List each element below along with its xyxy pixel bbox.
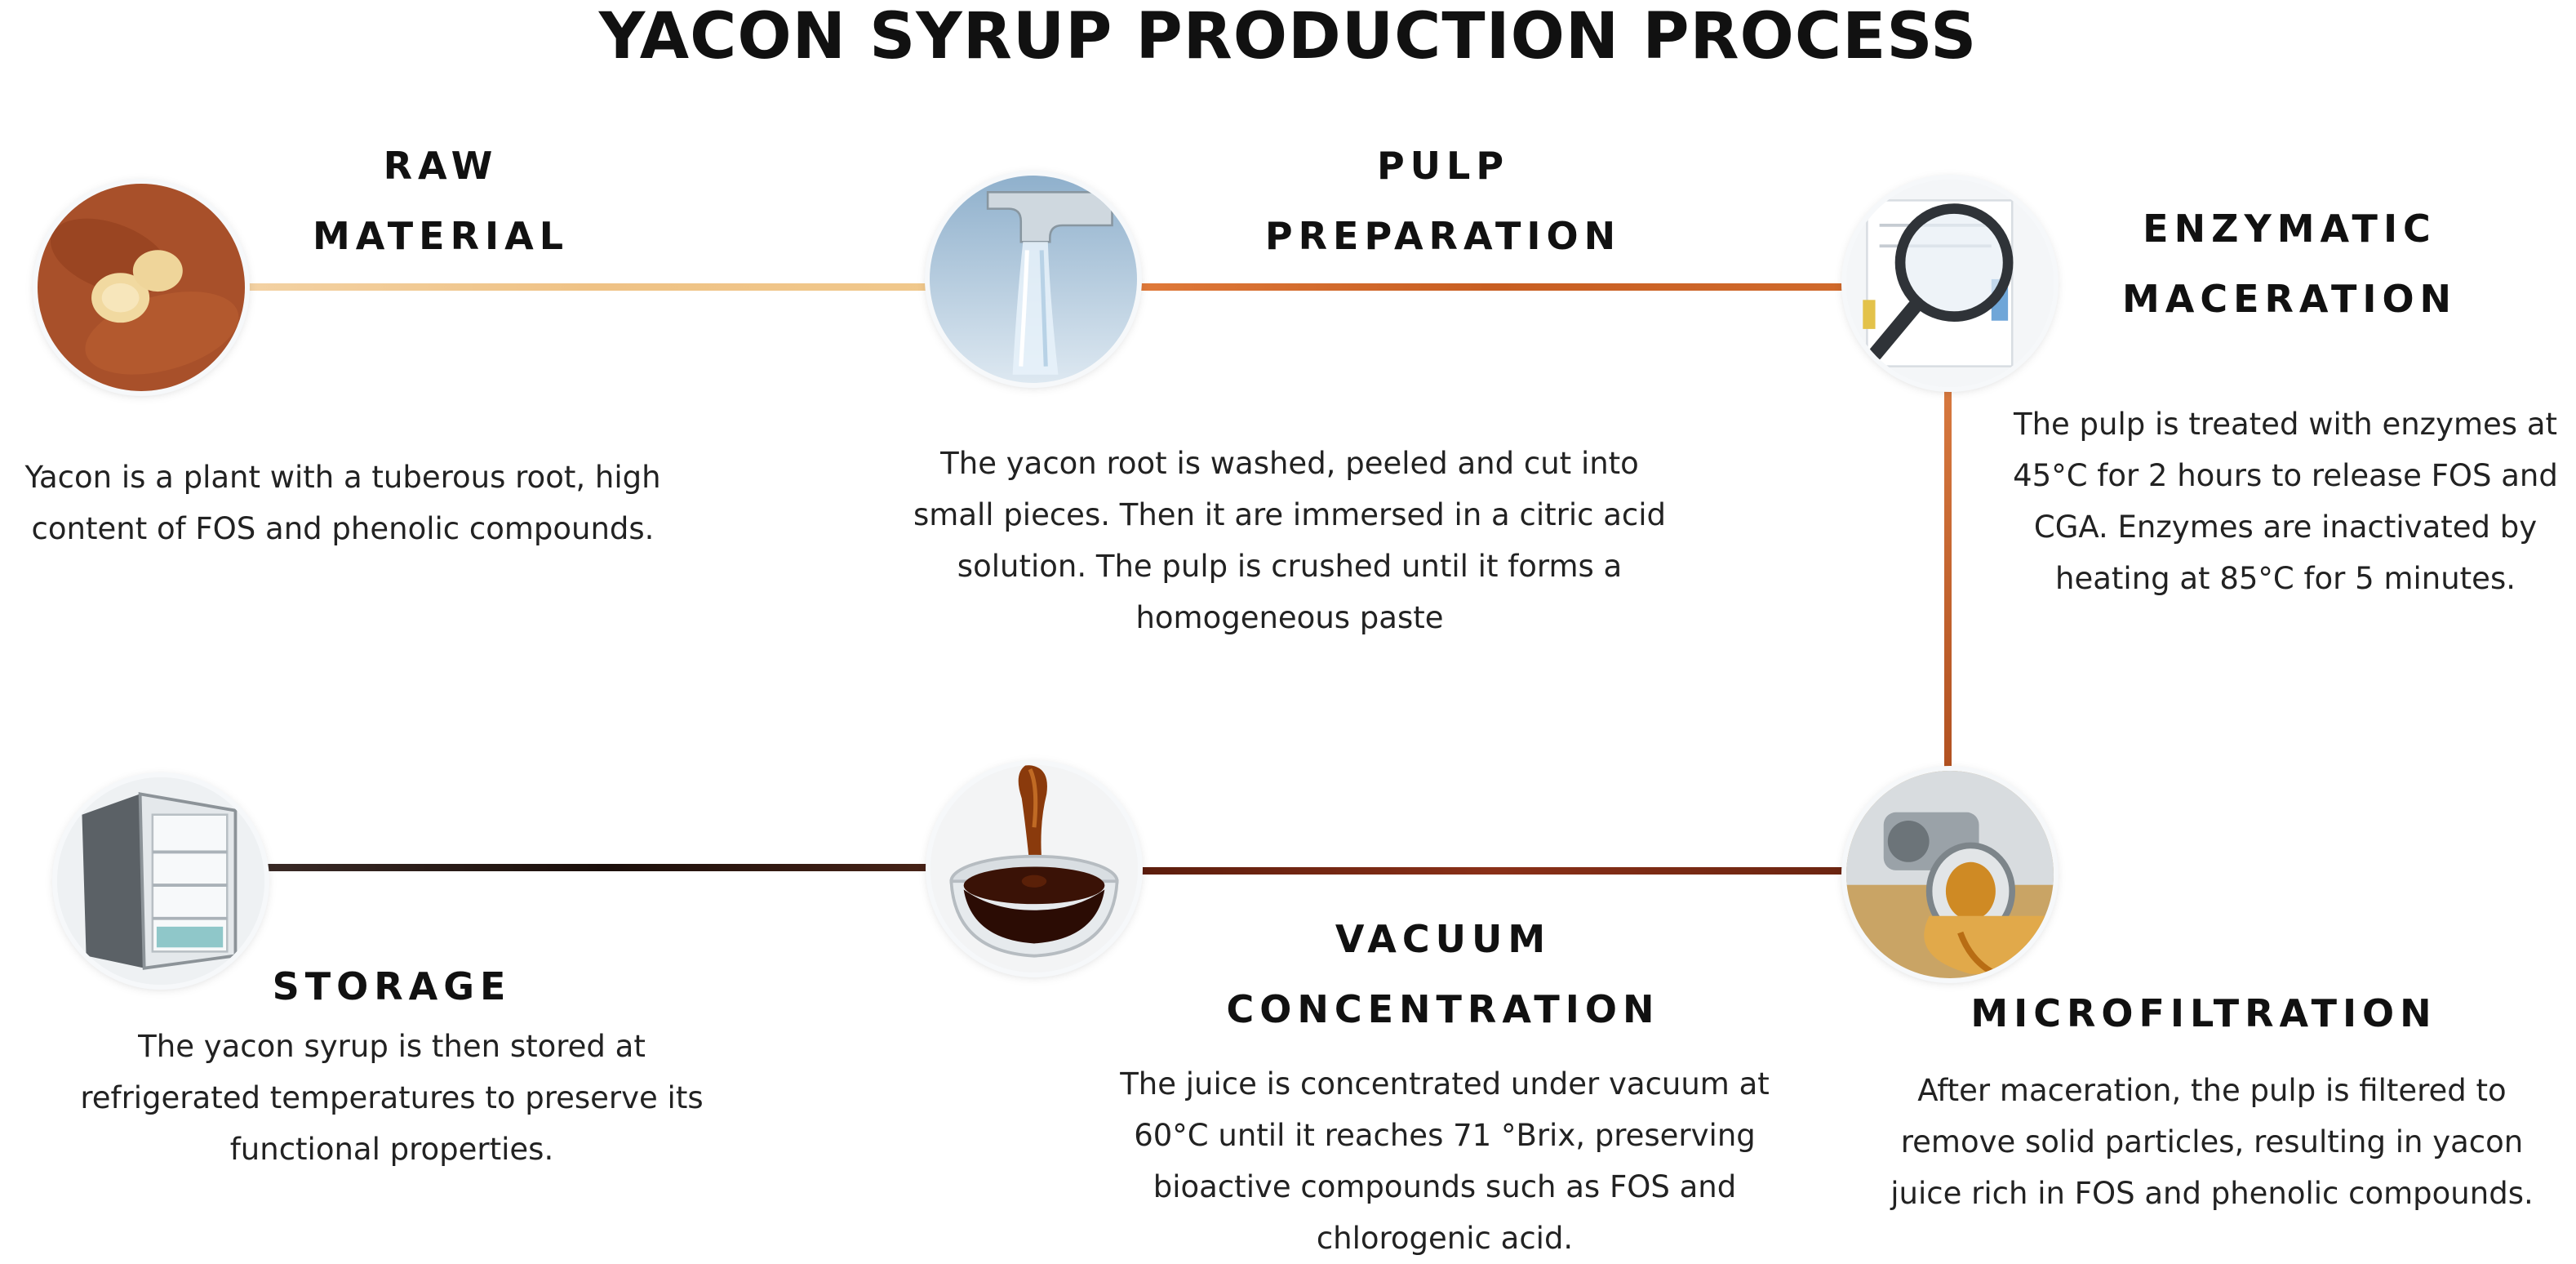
connector-vacuum-to-storage <box>261 864 947 871</box>
pulp-preparation-heading-line1: PULP <box>1376 144 1510 188</box>
page-title: YACON SYRUP PRODUCTION PROCESS <box>598 0 1978 73</box>
magnifying-glass-icon <box>1846 180 2054 387</box>
vacuum-concentration-heading-line2: CONCENTRATION <box>1226 987 1660 1031</box>
connector-raw-to-pulp <box>237 283 947 291</box>
enzymatic-maceration-heading: ENZYMATIC MACERATION <box>2057 194 2522 334</box>
vacuum-concentration-heading: VACUUM CONCENTRATION <box>1190 904 1696 1044</box>
storage-heading: STORAGE <box>229 951 555 1021</box>
enzymatic-maceration-description: The pulp is treated with enzymes at 45°C… <box>1943 398 2576 604</box>
pulp-preparation-desc-line: small pieces. Then it are immersed in a … <box>913 497 1666 532</box>
microfiltration-description: After maceration, the pulp is filtered t… <box>1861 1065 2563 1219</box>
microfiltration-image <box>1846 771 2054 978</box>
storage-image <box>57 777 264 985</box>
raw-material-desc-line: content of FOS and phenolic compounds. <box>31 511 655 546</box>
raw-material-description: Yacon is a plant with a tuberous root, h… <box>0 452 686 554</box>
pulp-preparation-heading-line2: PREPARATION <box>1264 214 1622 258</box>
enzymatic-maceration-desc-line: 45°C for 2 hours to release FOS and <box>2013 458 2558 493</box>
vacuum-concentration-image <box>930 765 1138 972</box>
storage-heading-line1: STORAGE <box>272 964 512 1008</box>
enzymatic-maceration-desc-line: CGA. Enzymes are inactivated by <box>2033 510 2538 545</box>
pulp-preparation-desc-line: homogeneous paste <box>1135 600 1444 635</box>
refrigerator-icon <box>57 777 264 985</box>
water-tap-icon <box>930 176 1137 383</box>
microfiltration-heading-line1: MICROFILTRATION <box>1970 991 2437 1035</box>
connector-micro-to-vacuum <box>1126 867 1858 875</box>
enzymatic-maceration-image <box>1846 180 2054 387</box>
enzymatic-maceration-desc-line: The pulp is treated with enzymes at <box>2013 407 2558 442</box>
microfiltration-desc-line: After maceration, the pulp is filtered t… <box>1917 1073 2507 1108</box>
storage-desc-line: functional properties. <box>229 1132 554 1167</box>
vacuum-concentration-desc-line: bioactive compounds such as FOS and <box>1153 1169 1737 1204</box>
storage-desc-line: The yacon syrup is then stored at <box>138 1029 646 1064</box>
pulp-preparation-image <box>930 176 1137 383</box>
storage-description: The yacon syrup is then stored at refrig… <box>65 1021 718 1175</box>
filter-valve-icon <box>1846 771 2054 978</box>
raw-material-heading-line1: RAW <box>383 144 499 188</box>
pulp-preparation-desc-line: The yacon root is washed, peeled and cut… <box>940 446 1639 481</box>
vacuum-concentration-desc-line: 60°C until it reaches 71 °Brix, preservi… <box>1134 1118 1756 1153</box>
storage-desc-line: refrigerated temperatures to preserve it… <box>80 1080 704 1115</box>
enzymatic-maceration-desc-line: heating at 85°C for 5 minutes. <box>2055 561 2516 596</box>
raw-material-desc-line: Yacon is a plant with a tuberous root, h… <box>24 460 661 495</box>
raw-material-heading: RAW MATERIAL <box>278 131 604 271</box>
raw-material-heading-line2: MATERIAL <box>312 214 570 258</box>
enzymatic-maceration-heading-line2: MACERATION <box>2121 277 2458 321</box>
enzymatic-maceration-heading-line1: ENZYMATIC <box>2143 207 2436 251</box>
microfiltration-heading: MICROFILTRATION <box>1902 978 2506 1048</box>
microfiltration-desc-line: juice rich in FOS and phenolic compounds… <box>1890 1176 2534 1211</box>
vacuum-concentration-desc-line: chlorogenic acid. <box>1316 1221 1574 1256</box>
vacuum-concentration-desc-line: The juice is concentrated under vacuum a… <box>1120 1066 1770 1102</box>
connector-enzymatic-to-micro <box>1944 376 1952 784</box>
syrup-bowl-icon <box>930 765 1138 972</box>
pulp-preparation-heading: PULP PREPARATION <box>1198 131 1688 271</box>
pulp-preparation-desc-line: solution. The pulp is crushed until it f… <box>957 549 1623 584</box>
vacuum-concentration-description: The juice is concentrated under vacuum a… <box>1086 1058 1804 1264</box>
raw-material-image <box>38 184 245 391</box>
yacon-root-icon <box>38 184 245 391</box>
microfiltration-desc-line: remove solid particles, resulting in yac… <box>1900 1124 2524 1159</box>
vacuum-concentration-heading-line1: VACUUM <box>1335 917 1552 961</box>
pulp-preparation-description: The yacon root is washed, peeled and cut… <box>865 438 1714 643</box>
connector-pulp-to-enzymatic <box>1123 283 1858 291</box>
